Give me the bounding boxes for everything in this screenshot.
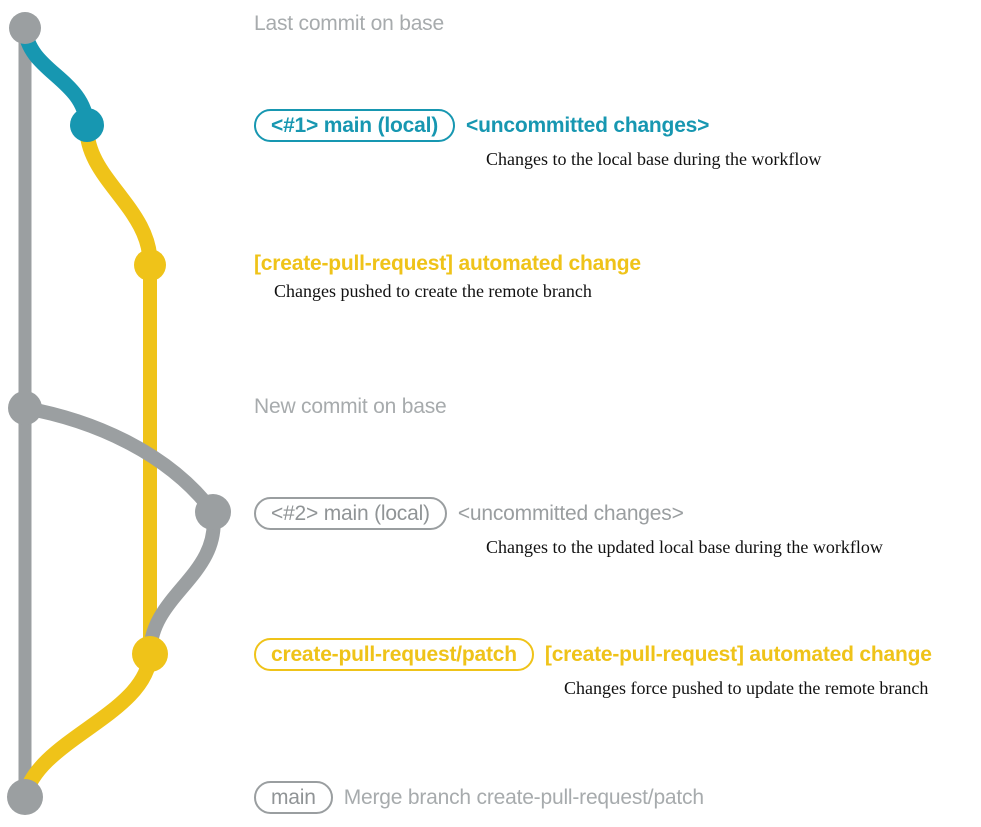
commit-subject: <uncommitted changes> <box>466 114 710 137</box>
commit-subject: Merge branch create-pull-request/patch <box>343 786 704 809</box>
commit-headline: main Merge branch create-pull-request/pa… <box>254 781 704 814</box>
commit-node-merge[interactable] <box>7 779 43 815</box>
edge-base-to-local-1 <box>17 20 95 133</box>
commit-node-automated-change-1[interactable] <box>134 249 166 281</box>
commit-entry-automated-change-1: [create-pull-request] automated change C… <box>254 253 641 302</box>
commit-subject: <uncommitted changes> <box>457 502 684 525</box>
commit-entry-merge: main Merge branch create-pull-request/pa… <box>254 781 704 814</box>
commit-subject: Last commit on base <box>254 12 444 35</box>
commit-headline: New commit on base <box>254 395 447 418</box>
commit-node-new-commit-on-base[interactable] <box>8 391 42 425</box>
commit-headline: <#1> main (local) <uncommitted changes> <box>254 109 821 142</box>
commit-note: Changes force pushed to update the remot… <box>564 678 929 698</box>
commit-entry-local-1: <#1> main (local) <uncommitted changes> … <box>254 109 821 170</box>
commit-headline: create-pull-request/patch [create-pull-r… <box>254 638 932 671</box>
commit-subject: [create-pull-request] automated change <box>544 643 932 666</box>
commit-headline: Last commit on base <box>254 13 444 34</box>
commit-entry-new-commit-on-base: New commit on base <box>254 395 447 418</box>
commit-entry-automated-change-2: create-pull-request/patch [create-pull-r… <box>254 638 932 699</box>
commit-note: Changes to the local base during the wor… <box>486 149 822 169</box>
edge-base-to-local-2 <box>18 401 220 519</box>
commit-subject: New commit on base <box>254 395 447 418</box>
ref-badge-main[interactable]: main <box>254 781 333 814</box>
edge-local-1-to-patch-1 <box>79 117 158 273</box>
commit-headline: <#2> main (local) <uncommitted changes> <box>254 497 883 530</box>
ref-badge-main-local-2[interactable]: <#2> main (local) <box>254 497 447 530</box>
commit-headline: [create-pull-request] automated change <box>254 253 641 274</box>
commit-node-local-1[interactable] <box>70 108 104 142</box>
commit-node-last-commit-on-base[interactable] <box>9 12 41 44</box>
ref-badge-main-local-1[interactable]: <#1> main (local) <box>254 109 456 142</box>
commit-entry-last-commit-on-base: Last commit on base <box>254 13 444 34</box>
commit-entry-local-2: <#2> main (local) <uncommitted changes> … <box>254 497 883 558</box>
ref-badge-create-pull-request-patch[interactable]: create-pull-request/patch <box>254 638 534 671</box>
edge-local-2-to-patch-2 <box>143 505 221 661</box>
commit-note: Changes pushed to create the remote bran… <box>274 281 592 301</box>
commit-note: Changes to the updated local base during… <box>486 537 883 557</box>
commit-node-automated-change-2[interactable] <box>132 636 168 672</box>
edge-patch-2-to-merge <box>17 646 158 805</box>
commit-subject: [create-pull-request] automated change <box>254 252 641 275</box>
commit-node-local-2[interactable] <box>195 494 231 530</box>
